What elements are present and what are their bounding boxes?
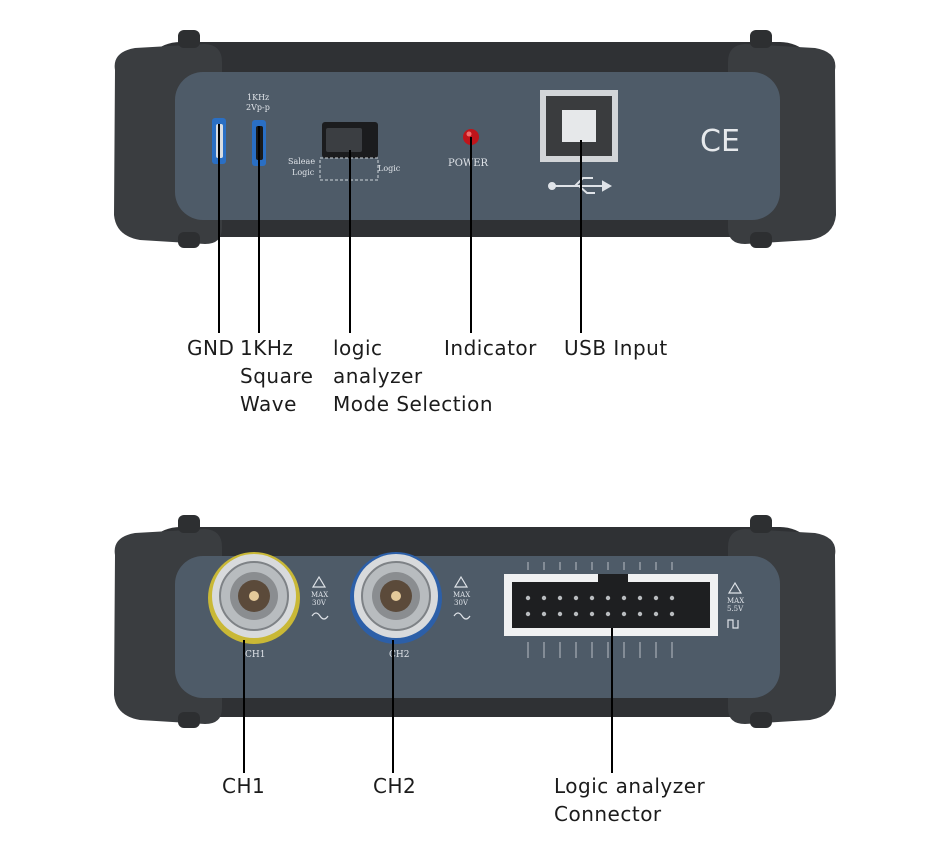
ch2-bnc-connector [350, 552, 442, 644]
gnd-callout: GND [187, 336, 235, 360]
svg-text:MAX: MAX [453, 591, 470, 599]
logic-connector-callout: Logic analyzer Connector [554, 774, 706, 826]
svg-text:30V: 30V [312, 599, 327, 607]
logic-analyzer-connector [504, 562, 718, 658]
svg-text:5.5V: 5.5V [727, 605, 744, 613]
ch2-port-label: CH2 [389, 650, 409, 660]
switch-left-label-2: Logic [292, 168, 315, 177]
svg-text:MAX: MAX [311, 591, 328, 599]
logic-warning-icon: MAX 5.5V [727, 581, 744, 629]
mode-switch-knob [326, 128, 362, 152]
bottom-leader-lines [243, 628, 613, 773]
top-left-foot [178, 30, 200, 48]
top-leader-lines [218, 124, 582, 333]
square-wave-callout: 1KHz Square Wave [240, 336, 314, 416]
ch2-warning-icon: MAX 30V [453, 575, 471, 620]
freq-label-1: 1KHz [247, 93, 269, 102]
usb-port-tongue [562, 110, 596, 142]
freq-label-2: 2Vp-p [246, 103, 270, 112]
usb-callout: USB Input [564, 336, 668, 360]
ch2-callout: CH2 [373, 774, 417, 798]
svg-text:30V: 30V [454, 599, 469, 607]
ce-mark: CE [700, 124, 740, 159]
top-left-foot-bottom [178, 232, 200, 248]
power-label: POWER [448, 158, 489, 169]
switch-right-label: Logic [378, 164, 401, 173]
mode-selection-callout: logic analyzer Mode Selection [333, 336, 494, 416]
ch1-warning-icon: MAX 30V [311, 575, 329, 620]
indicator-callout: Indicator [444, 336, 537, 360]
top-face-plate [175, 72, 780, 220]
ch1-bnc-connector [208, 552, 300, 644]
top-right-foot [750, 30, 772, 48]
top-right-foot-bottom [750, 232, 772, 248]
switch-left-label-1: Saleae [288, 157, 315, 166]
ch1-port-label: CH1 [245, 650, 265, 660]
top-device-panel: 1KHz 2Vp-p Saleae Logic Logic POWER CE [114, 30, 836, 248]
bottom-device-panel: CH1 MAX 30V CH2 MAX 30V [114, 515, 836, 728]
svg-text:MAX: MAX [727, 597, 744, 605]
ch1-callout: CH1 [222, 774, 266, 798]
